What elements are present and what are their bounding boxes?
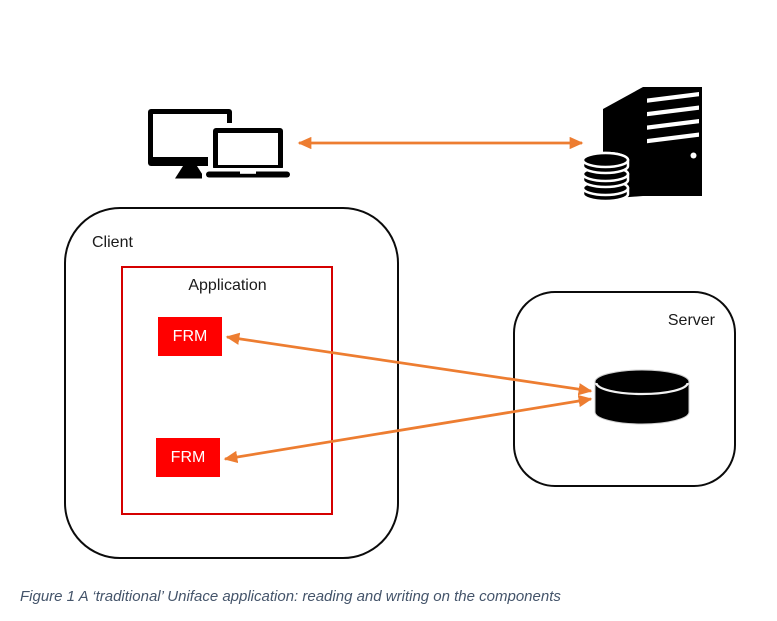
frm-box-1-label: FRM [172,327,208,345]
desktop-monitor-icon [148,109,232,179]
server-label: Server [667,312,715,329]
client-label: Client [92,234,133,251]
frm-box-1: FRM [158,317,222,356]
server-tower-icon [603,87,702,199]
database-stack-icon [581,151,630,203]
frm-box-2: FRM [156,438,220,477]
laptop-icon [202,123,294,180]
application-box [121,266,333,515]
frm-box-2-label: FRM [170,448,206,466]
figure-caption: Figure 1 A ‘traditional’ Uniface applica… [20,588,561,605]
application-label: Application [188,277,267,294]
